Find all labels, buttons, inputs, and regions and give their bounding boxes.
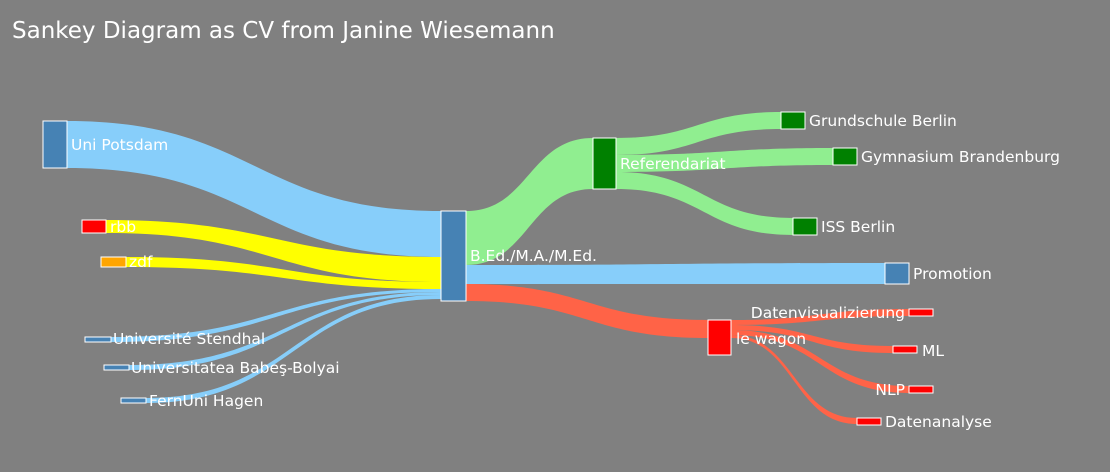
link-bed-to-referendariat[interactable] bbox=[466, 138, 593, 265]
link-referendariat-to-gymnasium[interactable] bbox=[616, 148, 833, 172]
label-grundschule-berlin: Grundschule Berlin bbox=[809, 112, 957, 130]
link-le-wagon-to-datenvis[interactable] bbox=[731, 309, 909, 325]
label-gymnasium-brandenburg: Gymnasium Brandenburg bbox=[861, 148, 1060, 166]
label-nlp: NLP bbox=[875, 381, 905, 399]
link-le-wagon-to-ml[interactable] bbox=[731, 325, 893, 353]
label-le-wagon: le wagon bbox=[736, 330, 806, 348]
node-referendariat[interactable] bbox=[592, 137, 617, 190]
label-uni-potsdam: Uni Potsdam bbox=[71, 136, 168, 154]
node-datenanalyse[interactable] bbox=[856, 417, 882, 426]
label-rbb: rbb bbox=[110, 218, 136, 236]
label-referendariat: Referendariat bbox=[620, 155, 726, 173]
node-grundschule-berlin[interactable] bbox=[780, 111, 806, 130]
node-universite-stendhal[interactable] bbox=[84, 336, 112, 343]
label-datenanalyse: Datenanalyse bbox=[885, 413, 992, 431]
link-le-wagon-to-datenanalyse[interactable] bbox=[731, 335, 857, 424]
node-iss-berlin[interactable] bbox=[792, 217, 818, 236]
node-uni-potsdam[interactable] bbox=[42, 120, 68, 169]
nodes bbox=[42, 111, 934, 426]
node-ml[interactable] bbox=[892, 345, 918, 354]
links bbox=[67, 112, 909, 424]
link-uni-potsdam-to-bed[interactable] bbox=[67, 121, 441, 257]
link-rbb-to-bed[interactable] bbox=[106, 220, 441, 282]
label-fernuni-hagen: FernUni Hagen bbox=[149, 392, 263, 410]
link-universite-stendhal-to-bed[interactable] bbox=[111, 289, 441, 342]
link-referendariat-to-iss[interactable] bbox=[616, 172, 793, 235]
node-datenvisualizierung[interactable] bbox=[908, 308, 934, 317]
label-zdf: zdf bbox=[129, 253, 153, 271]
node-fernuni-hagen[interactable] bbox=[120, 397, 147, 404]
node-nlp[interactable] bbox=[908, 385, 934, 394]
link-le-wagon-to-nlp[interactable] bbox=[731, 330, 909, 393]
label-iss-berlin: ISS Berlin bbox=[821, 218, 895, 236]
label-datenvisualizierung: Datenvisualizierung bbox=[751, 304, 905, 322]
node-promotion[interactable] bbox=[884, 262, 910, 285]
link-babes-bolyai-to-bed[interactable] bbox=[129, 292, 441, 370]
node-zdf[interactable] bbox=[100, 256, 127, 268]
node-universitatea-babes-bolyai[interactable] bbox=[103, 364, 130, 371]
label-ml: ML bbox=[922, 342, 944, 360]
node-gymnasium-brandenburg[interactable] bbox=[832, 147, 858, 166]
link-bed-to-le-wagon[interactable] bbox=[466, 284, 708, 338]
label-bed-ma-med: B.Ed./M.A./M.Ed. bbox=[470, 247, 597, 265]
chart-title: Sankey Diagram as CV from Janine Wiesema… bbox=[12, 18, 555, 44]
node-bed-ma-med[interactable] bbox=[440, 210, 467, 302]
link-fernuni-hagen-to-bed[interactable] bbox=[146, 295, 441, 403]
link-bed-to-promotion[interactable] bbox=[466, 263, 885, 284]
node-le-wagon[interactable] bbox=[707, 319, 732, 356]
link-zdf-to-bed[interactable] bbox=[126, 257, 441, 289]
node-labels: Uni Potsdam rbb zdf Université Stendhal … bbox=[71, 112, 1060, 431]
link-referendariat-to-grundschule[interactable] bbox=[616, 112, 781, 155]
label-universitatea-babes-bolyai: Universitatea Babeş-Bolyai bbox=[131, 359, 340, 377]
label-promotion: Promotion bbox=[913, 265, 992, 283]
node-rbb[interactable] bbox=[81, 219, 107, 234]
label-universite-stendhal: Université Stendhal bbox=[113, 330, 265, 348]
